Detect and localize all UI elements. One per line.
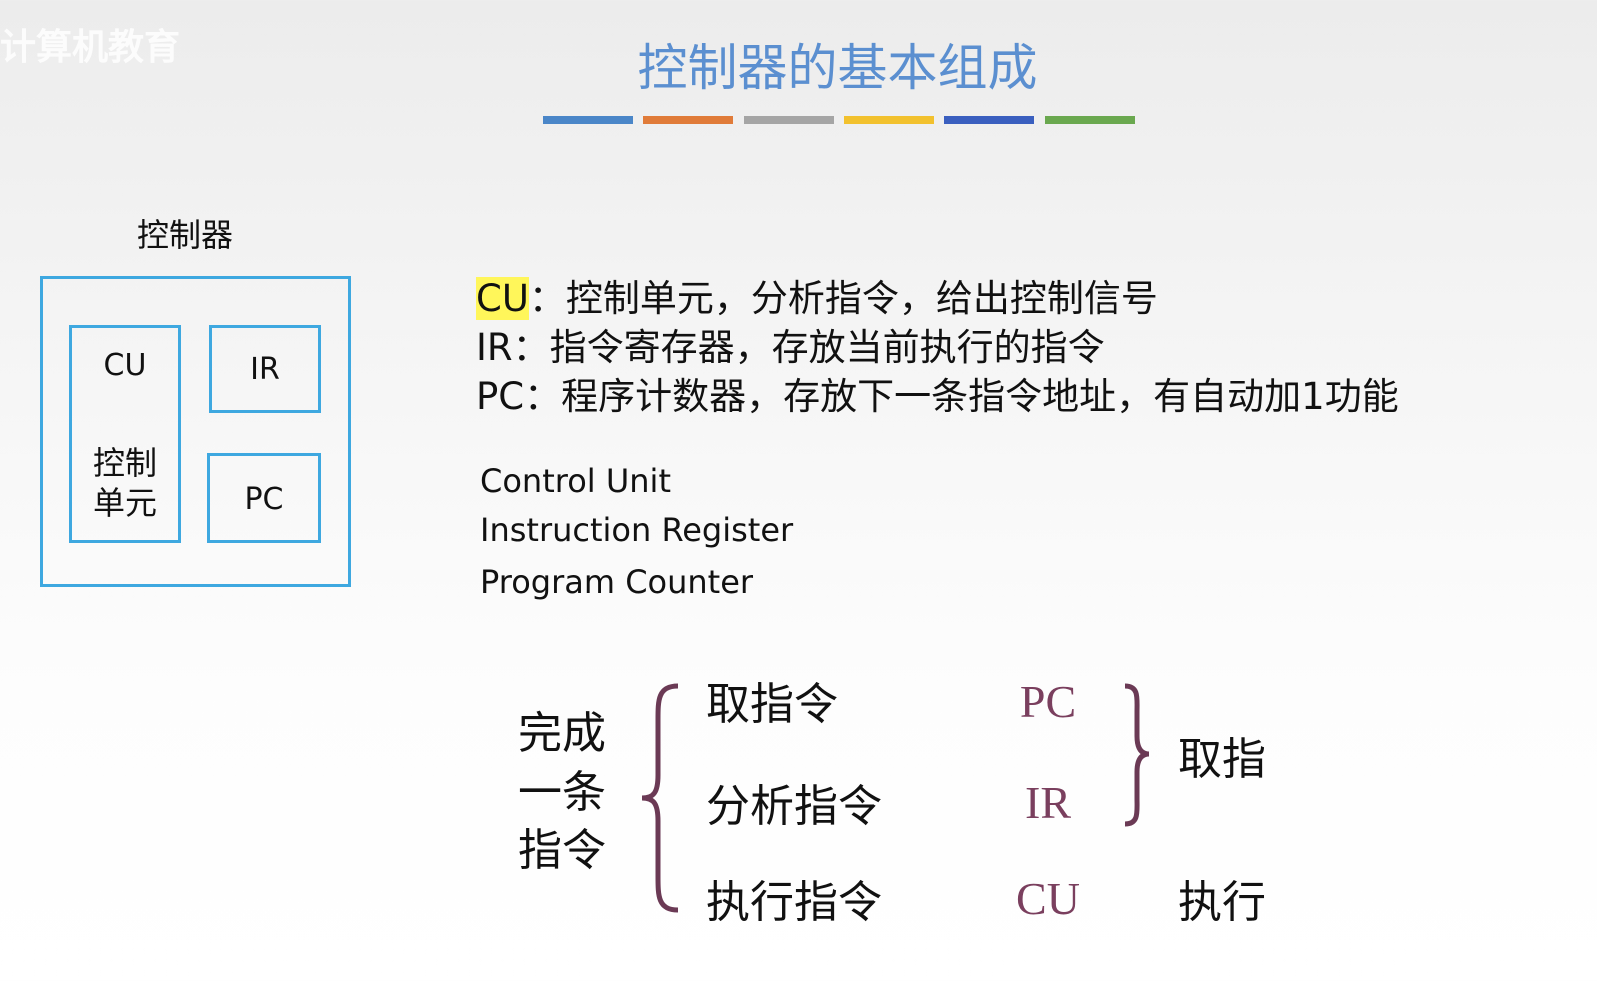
phase-execute: 执行 — [1178, 877, 1266, 928]
divider-bar — [1045, 116, 1135, 124]
step-fetch: 取指令 — [706, 679, 838, 730]
step-execute: 执行指令 — [706, 877, 882, 928]
pc-label: PC — [244, 482, 284, 517]
english-term: Program Counter — [480, 563, 754, 601]
register-cu: CU — [1016, 873, 1080, 924]
register-ir: IR — [1025, 777, 1071, 828]
cu-desc: 单元 — [92, 484, 157, 522]
step-decode: 分析指令 — [706, 781, 882, 832]
divider-bar — [844, 116, 934, 124]
definition-ir: IR：指令寄存器，存放当前执行的指令 — [476, 317, 1105, 371]
cu-label: CU — [103, 348, 147, 383]
left-brace-icon — [641, 683, 679, 913]
cu-desc: 控制 — [92, 444, 157, 482]
cu-box: CU 控制 单元 — [69, 325, 181, 543]
abbr: PC — [476, 375, 525, 418]
english-term: Instruction Register — [480, 511, 794, 549]
definition-text: ：指令寄存器，存放当前执行的指令 — [512, 326, 1105, 369]
abbr: IR — [476, 326, 513, 369]
controller-box — [40, 276, 351, 587]
flow-left-text: 完成 — [518, 708, 606, 759]
page-title: 控制器的基本组成 — [637, 39, 1038, 97]
flow-left-text: 一条 — [518, 767, 606, 818]
phase-fetch: 取指 — [1178, 734, 1266, 785]
pc-box: PC — [207, 453, 321, 543]
definition-cu: CU：控制单元，分析指令，给出控制信号 — [476, 268, 1158, 322]
divider-bar — [643, 116, 733, 124]
divider-bar — [944, 116, 1034, 124]
divider-bar — [543, 116, 633, 124]
register-pc: PC — [1019, 676, 1077, 727]
right-brace-icon — [1124, 683, 1150, 827]
abbr: CU — [476, 277, 529, 320]
watermark: 计算机教育 — [0, 27, 181, 68]
definition-text: ：程序计数器，存放下一条指令地址，有自动加1功能 — [524, 375, 1399, 418]
ir-box: IR — [209, 325, 321, 413]
controller-label: 控制器 — [137, 216, 234, 254]
divider-bar — [744, 116, 834, 124]
ir-label: IR — [250, 352, 280, 387]
definition-pc: PC：程序计数器，存放下一条指令地址，有自动加1功能 — [476, 366, 1399, 420]
definition-text: ：控制单元，分析指令，给出控制信号 — [528, 277, 1158, 320]
flow-left-text: 指令 — [518, 825, 606, 876]
english-term: Control Unit — [480, 462, 671, 500]
